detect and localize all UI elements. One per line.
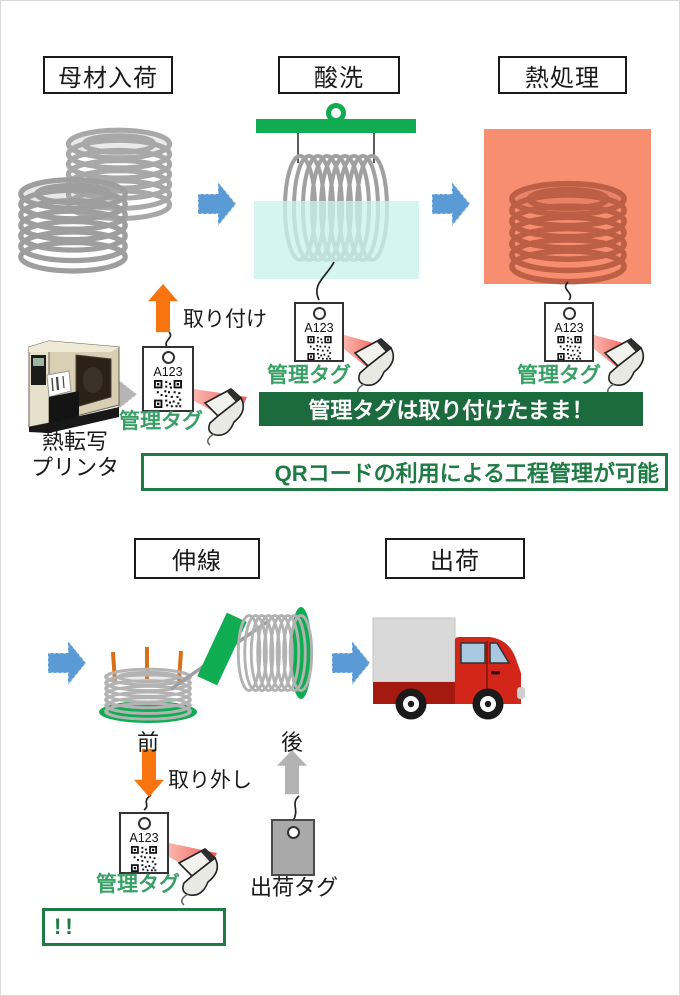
printer-icon — [28, 340, 120, 433]
tag-code: A123 — [304, 320, 334, 335]
printer-caption-line1: 熱転写 — [41, 429, 108, 454]
tag-code: A123 — [129, 831, 159, 845]
tag-code: A123 — [153, 365, 183, 379]
step-pickling: 酸洗 — [278, 56, 400, 94]
step-material-arrival: 母材入荷 — [43, 56, 173, 94]
after-marker: 後 — [280, 730, 303, 755]
management-tag-label: 管理タグ — [119, 410, 203, 433]
tag-hole — [161, 351, 175, 364]
truck-icon — [372, 617, 525, 720]
management-tag-label: 管理タグ — [96, 873, 180, 896]
qr-code-icon — [556, 335, 582, 360]
qr-code-icon — [154, 380, 182, 408]
tag-hole — [312, 307, 326, 320]
qr-tag: A123 — [544, 302, 594, 362]
detach-label: 取り外し — [168, 769, 252, 792]
wire-drawing-icon — [47, 607, 371, 723]
step-wire-drawing: 伸線 — [134, 538, 260, 579]
material-coils-icon — [21, 130, 170, 271]
note-box: !! — [42, 908, 226, 946]
qr-management-banner: QRコードの利用による工程管理が可能 — [141, 453, 668, 491]
step-label: 伸線 — [172, 548, 222, 575]
qr-tag: A123 — [119, 812, 169, 874]
shipping-tag-label: 出荷タグ — [249, 875, 338, 900]
step-label: 酸洗 — [314, 64, 364, 92]
step-heat-treatment: 熱処理 — [498, 56, 627, 94]
step-shipping: 出荷 — [385, 538, 525, 579]
attach-label: 取り付け — [183, 308, 267, 331]
step-label: 出荷 — [430, 548, 480, 575]
management-tag-label: 管理タグ — [517, 364, 601, 387]
qr-tag: A123 — [142, 346, 194, 412]
tag-code: A123 — [554, 320, 584, 335]
attach-arrow-icon — [148, 284, 178, 333]
pickling-bath-icon — [254, 103, 419, 279]
heat-treatment-icon — [484, 129, 651, 284]
shipping-tag — [271, 819, 315, 876]
management-tag-label: 管理タグ — [267, 364, 351, 387]
tag-hole — [137, 817, 151, 830]
step-label: 熱処理 — [525, 64, 600, 92]
before-marker: 前 — [136, 730, 159, 755]
keep-tag-banner: 管理タグは取り付けたまま！ — [259, 392, 643, 426]
printer-caption-line2: プリンタ — [30, 455, 119, 480]
step-label: 母材入荷 — [58, 64, 158, 92]
printer-caption: 熱転写 プリンタ — [21, 429, 129, 481]
qr-code-icon — [306, 335, 332, 360]
tag-hole — [562, 307, 576, 320]
qr-tag: A123 — [294, 302, 344, 362]
tag-hole — [286, 826, 300, 839]
